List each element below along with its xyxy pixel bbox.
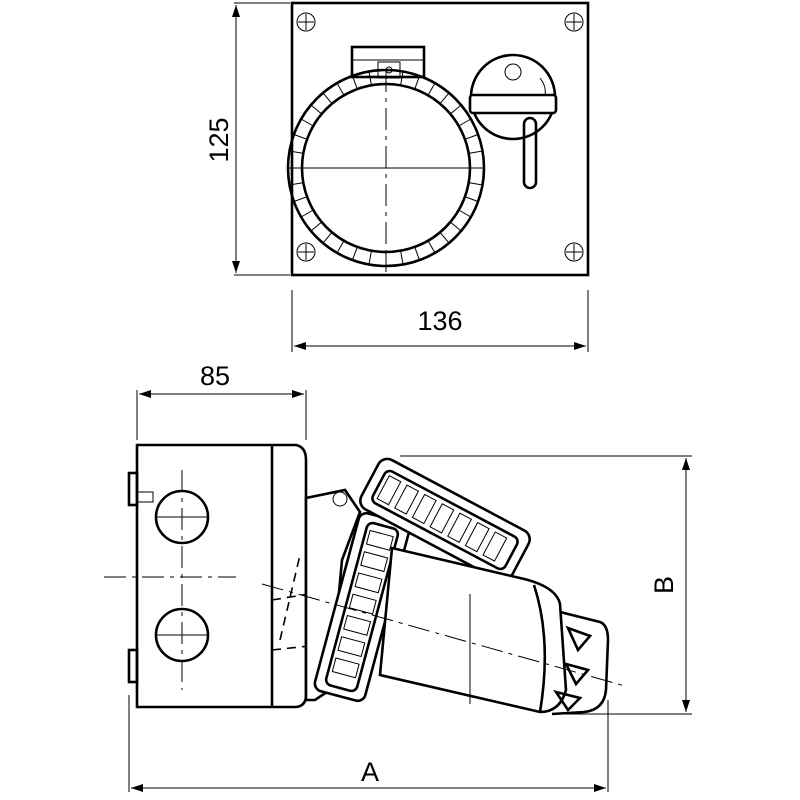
dimension-85-label: 85 — [200, 361, 230, 391]
rotary-switch-icon — [468, 53, 558, 190]
dimension-125: 125 — [204, 2, 290, 276]
side-view: 85 B A — [104, 361, 692, 792]
dimension-85: 85 — [136, 361, 307, 440]
dimension-125-label: 125 — [204, 117, 234, 162]
screw-top-left-icon — [296, 12, 316, 32]
socket-front — [286, 68, 486, 272]
front-view: 125 136 — [204, 1, 590, 352]
angled-socket — [261, 457, 626, 716]
dimension-b-label: B — [649, 576, 679, 594]
screw-top-right-icon — [564, 12, 584, 32]
dimension-a-label: A — [361, 757, 379, 787]
screw-bottom-left-icon — [296, 242, 316, 262]
dimension-b: B — [400, 455, 692, 715]
screw-bottom-right-icon — [564, 242, 584, 262]
dimension-a: A — [128, 695, 609, 792]
dimension-136: 136 — [291, 290, 589, 352]
dimension-136-label: 136 — [417, 306, 462, 336]
enclosure-box — [127, 443, 308, 709]
